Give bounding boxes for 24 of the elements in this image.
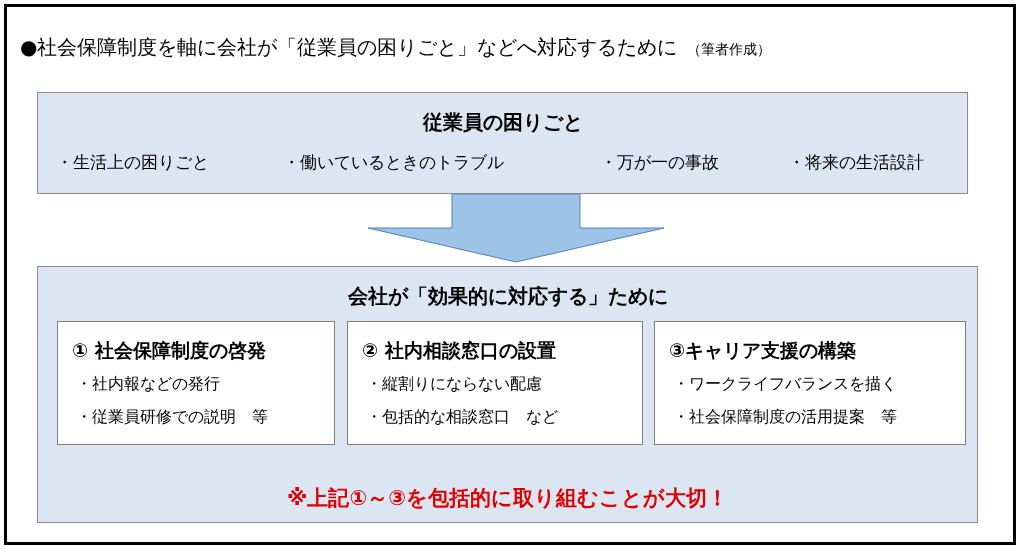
note: ※上記①～③を包括的に取り組むことが大切！ — [286, 485, 729, 512]
bullet-item: ・包括的な相談窓口 など — [366, 407, 558, 428]
bullet-item: ・社内報などの発行 — [76, 374, 220, 395]
panel-heading: 従業員の困りごと — [421, 109, 584, 136]
card-heading: ② 社内相談窓口の設置 — [362, 338, 556, 363]
card — [654, 321, 966, 445]
bullet-item: ・従業員研修での説明 等 — [76, 407, 268, 428]
panel — [37, 266, 978, 523]
bullet-item: ・将来の生活設計 — [788, 151, 924, 174]
card-heading: ③キャリア支援の構築 — [669, 338, 857, 363]
bullet-item: ・縦割りにならない配慮 — [366, 374, 542, 395]
title: ●社会保障制度を軸に会社が「従業員の困りごと」などへ対応するために — [20, 34, 678, 61]
bullet-item: ・万が一の事故 — [600, 151, 719, 174]
source-note: （筆者作成） — [687, 41, 772, 59]
panel-heading: 会社が「効果的に対応する」ために — [346, 283, 669, 310]
panel — [37, 92, 968, 194]
card-heading: ① 社会保障制度の啓発 — [72, 338, 266, 363]
block-arrow — [367, 193, 665, 263]
bullet-item: ・社会保障制度の活用提案 等 — [673, 407, 897, 428]
card — [57, 321, 335, 445]
bullet-item: ・働いているときのトラブル — [283, 151, 504, 174]
bullet-item: ・生活上の困りごと — [56, 151, 209, 174]
bullet-item: ・ワークライフバランスを描く — [673, 374, 897, 395]
card — [347, 321, 643, 445]
